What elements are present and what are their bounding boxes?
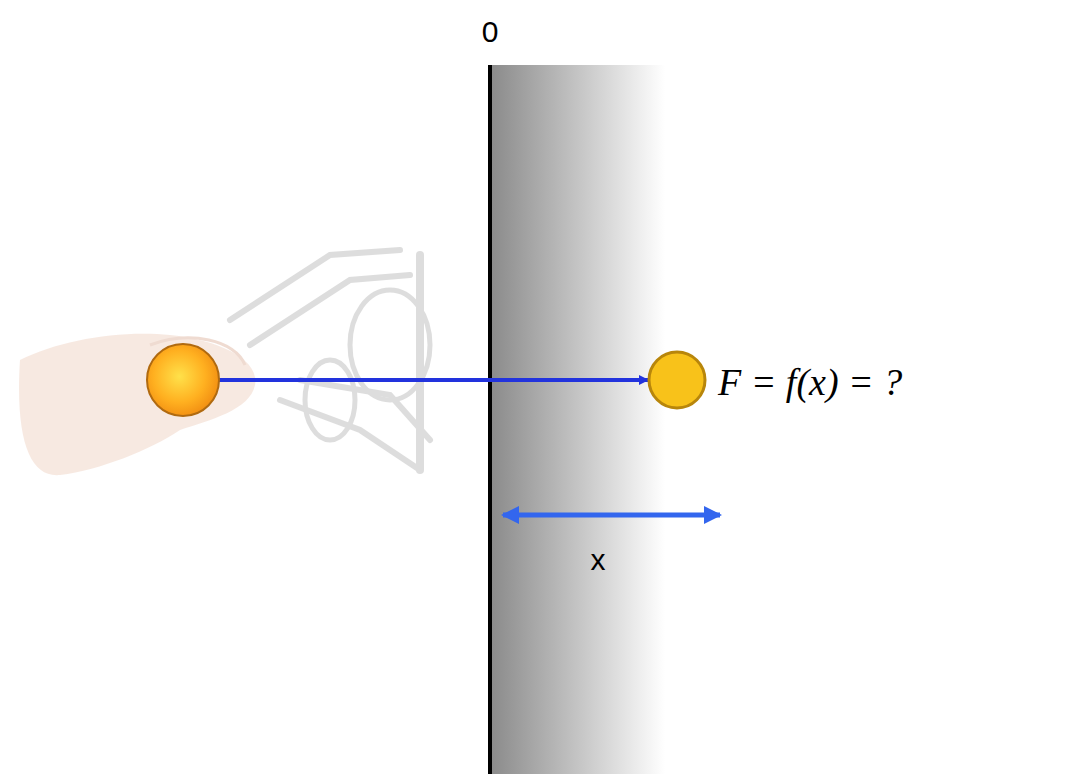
hand xyxy=(19,334,255,475)
penetration-arrow xyxy=(210,378,648,382)
depth-dimension xyxy=(503,513,720,518)
force-formula: F = f(x) = ? xyxy=(718,363,902,401)
origin-label: 0 xyxy=(482,17,499,47)
haptic-device xyxy=(230,250,430,470)
device-ball xyxy=(147,344,219,416)
wall-gradient xyxy=(490,65,665,774)
proxy-ball xyxy=(649,352,705,408)
wall-surface xyxy=(488,65,492,774)
depth-label: x xyxy=(591,545,606,575)
